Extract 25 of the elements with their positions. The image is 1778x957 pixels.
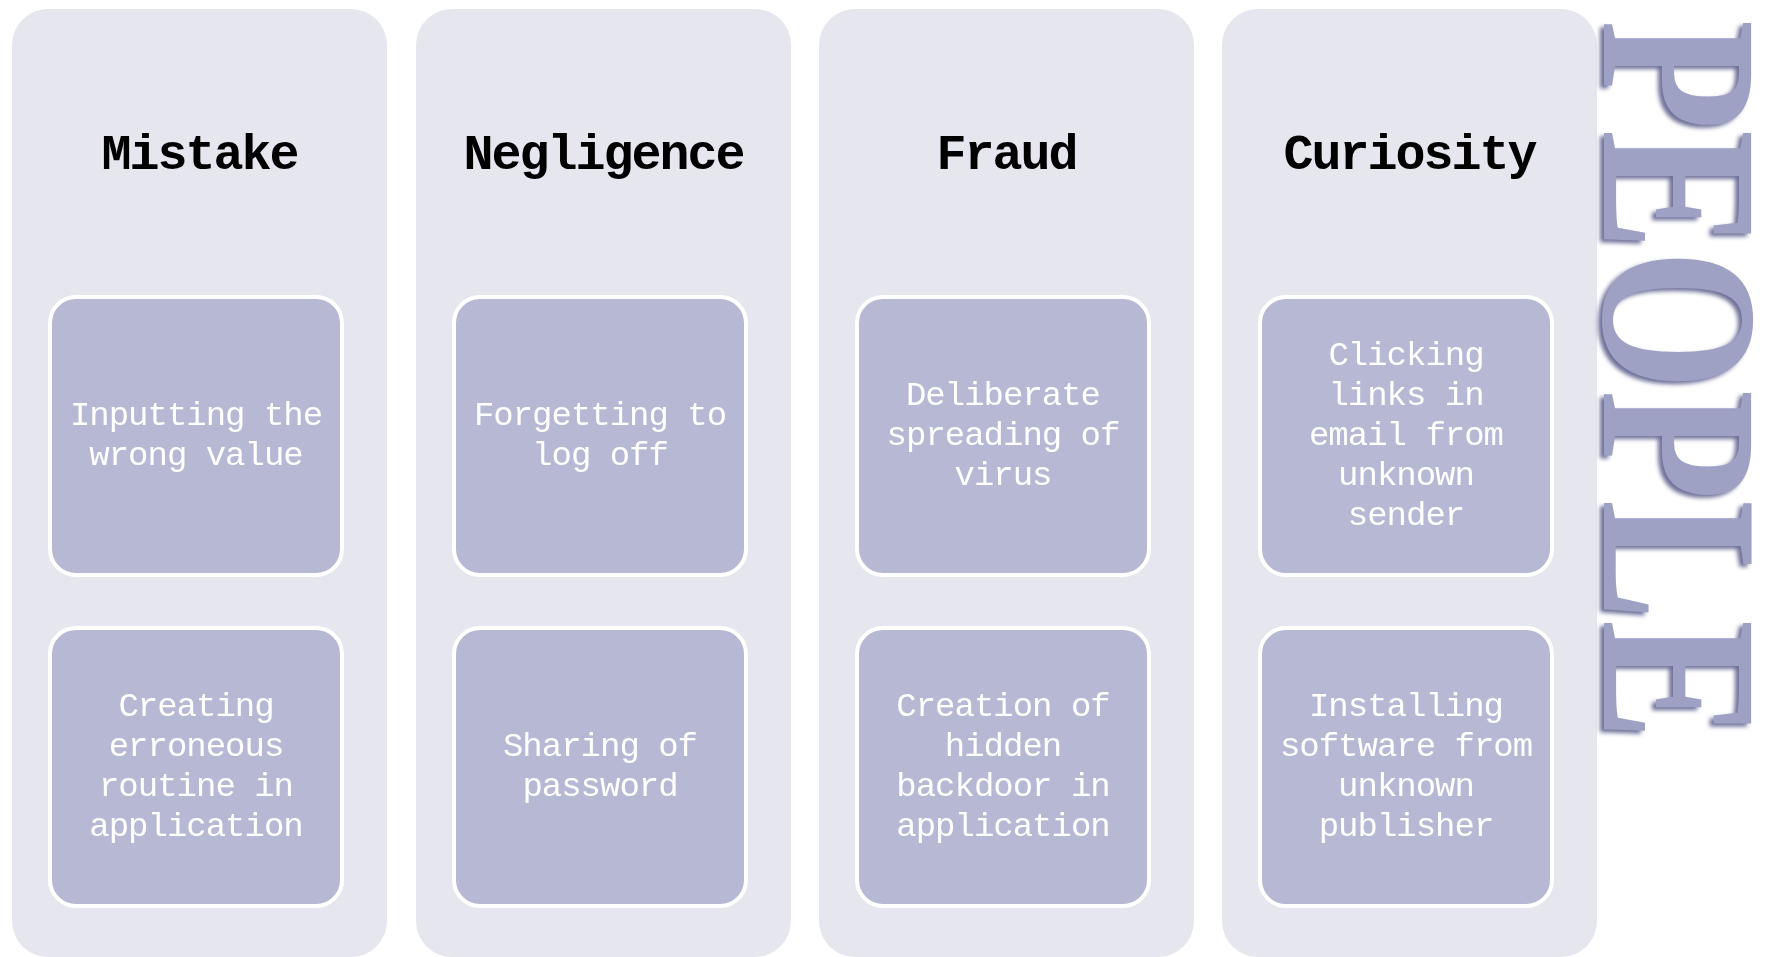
item-text: Installing software from unknown publisher: [1278, 687, 1534, 847]
item-text: Creation of hidden backdoor in application: [895, 687, 1111, 847]
item-box: [1258, 295, 1554, 577]
column-panel: [12, 9, 387, 957]
item-box: [855, 295, 1151, 577]
item-box: [855, 626, 1151, 908]
column-heading: Fraud: [935, 127, 1078, 184]
column-panel: [416, 9, 791, 957]
item-box: [452, 626, 748, 908]
item-text: Creating erroneous routine in application: [88, 687, 304, 847]
item-box: [48, 295, 344, 577]
title: PEOPLE: [1566, 19, 1778, 741]
item-text: Sharing of password: [501, 727, 698, 807]
item-text: Inputting the wrong value: [68, 396, 324, 476]
column-panel: [819, 9, 1194, 957]
column-panel: [1222, 9, 1597, 957]
item-text: Deliberate spreading of virus: [885, 376, 1121, 496]
column-heading: Negligence: [462, 127, 745, 184]
item-text: Forgetting to log off: [472, 396, 728, 476]
item-box: [1258, 626, 1554, 908]
item-box: [452, 295, 748, 577]
item-box: [48, 626, 344, 908]
column-heading: Mistake: [100, 127, 299, 184]
column-heading: Curiosity: [1282, 127, 1538, 184]
item-text: Clicking links in email from unknown sender: [1307, 336, 1504, 536]
